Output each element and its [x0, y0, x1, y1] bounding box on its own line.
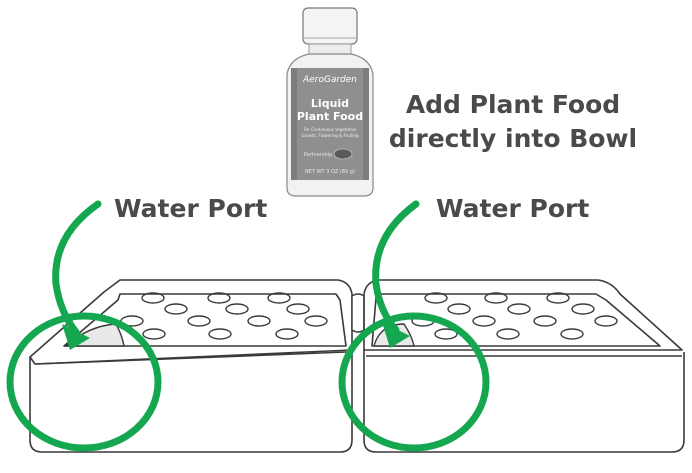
seed-hole	[484, 292, 508, 304]
water-port-right-arrow-icon	[372, 200, 420, 334]
bottle-net-weight: NET WT 3 OZ (85 g)	[305, 169, 355, 175]
water-port-right-circle	[338, 312, 490, 452]
bowl-right-body	[363, 350, 685, 453]
partner-logo-icon	[333, 148, 353, 160]
seed-hole	[560, 328, 584, 340]
instruction-label: Add Plant Food directly into Bowl	[388, 88, 638, 156]
bottle-tagline-line1: For Continuous Vegetative	[304, 127, 357, 132]
water-port-left-arrowhead-icon	[62, 324, 90, 350]
water-port-left-label: Water Port	[114, 194, 268, 223]
grow-bowl-left	[29, 279, 353, 453]
bottle-tagline-line2: Growth, Flowering & Fruiting	[301, 133, 359, 138]
water-port-right-label: Water Port	[436, 194, 590, 223]
water-port-left-arrow-icon	[52, 200, 102, 336]
bottle-product-line1: Liquid	[311, 97, 349, 110]
seed-hole	[164, 303, 188, 315]
bowl-left-holes	[120, 292, 328, 340]
seed-hole	[267, 292, 291, 304]
bottle-product-line2: Plant Food	[297, 110, 363, 123]
seed-hole	[507, 303, 531, 315]
grow-bowl-right	[363, 279, 685, 453]
seed-hole	[434, 328, 458, 340]
seed-hole	[208, 328, 232, 340]
water-port-left-circle	[6, 312, 162, 452]
seed-hole	[286, 303, 310, 315]
bowl-connector	[351, 293, 365, 333]
seed-hole	[141, 292, 165, 304]
seed-hole	[571, 303, 595, 315]
seed-hole	[207, 292, 231, 304]
bowl-left-rim	[29, 279, 353, 365]
seed-hole	[594, 315, 618, 327]
seed-hole	[225, 303, 249, 315]
bowl-left-body	[29, 350, 353, 453]
seed-hole	[424, 292, 448, 304]
seed-hole	[304, 315, 328, 327]
seed-hole	[187, 315, 211, 327]
seed-hole	[546, 292, 570, 304]
seed-hole	[472, 315, 496, 327]
seed-hole	[496, 328, 520, 340]
instruction-line1: Add Plant Food	[405, 90, 621, 119]
instruction-line2: directly into Bowl	[388, 124, 638, 153]
seed-hole	[447, 303, 471, 315]
plant-food-bottle: AeroGarden Liquid Plant Food For Continu…	[286, 7, 374, 197]
bowl-left-tray	[63, 293, 347, 347]
bottle-cap	[302, 7, 358, 45]
bottle-partner: Partnership	[304, 152, 333, 158]
water-port-right-arrowhead-icon	[382, 322, 410, 348]
bottle-brand: AeroGarden	[302, 75, 357, 85]
seed-hole	[247, 315, 271, 327]
bottle-neck	[308, 43, 352, 55]
bowl-right-holes	[411, 292, 618, 340]
seed-hole	[142, 328, 166, 340]
seed-hole	[275, 328, 299, 340]
bowl-right-rim	[363, 279, 683, 351]
seed-hole	[533, 315, 557, 327]
